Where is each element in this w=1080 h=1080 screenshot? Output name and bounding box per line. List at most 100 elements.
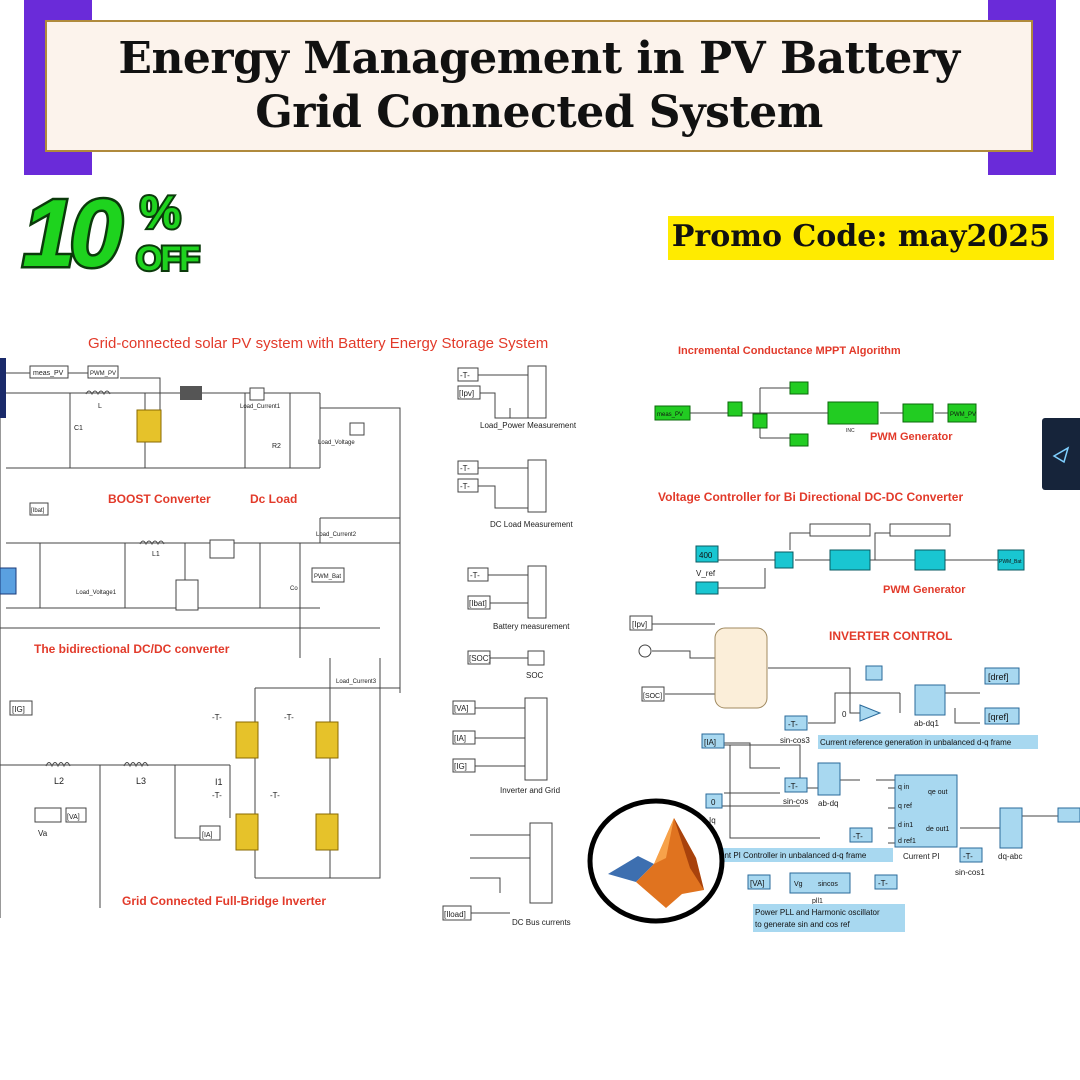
paper-plane-icon (1052, 446, 1070, 464)
sin-cos3-label: sin-cos3 (780, 736, 810, 745)
ipv-tag-ctrl-label: [Ipv] (632, 620, 647, 629)
mppt-block-2 (752, 413, 768, 429)
ig-small: [IG] (12, 705, 25, 714)
dref-tag (984, 667, 1020, 685)
pwm-pv-out-label: PWM_PV (950, 412, 976, 418)
mppt-block-1 (727, 401, 743, 417)
ipv-tag-m (457, 385, 481, 400)
boost-switch (136, 409, 162, 443)
vpv-tag (789, 381, 809, 395)
ia-tag-left-label: [IA] (202, 832, 213, 839)
inductor-l3 (123, 762, 149, 768)
ia-tag-ctrl (701, 733, 725, 749)
va-tag-m-label: [VA] (454, 704, 469, 713)
soc-tag-m (467, 650, 491, 665)
ibat-tag-m (467, 595, 491, 610)
pwm-bat-out-tag (997, 549, 1025, 571)
va-small-label: Va (38, 829, 48, 838)
scope-dc-load (527, 459, 547, 513)
pwm-pv-out-tag (947, 403, 977, 423)
dc-load-meas-label: DC Load Measurement (490, 520, 573, 529)
inductor-l2 (45, 762, 71, 768)
ipv-tag-m-label: [Ipv] (459, 389, 474, 398)
badge-off: OFF (136, 240, 199, 278)
dc-bus-label: DC Bus currents (512, 918, 571, 927)
inverter-switch-4 (315, 813, 339, 851)
ipv-green-tag (789, 433, 809, 447)
soc-tag-m-label: [SOC] (469, 654, 491, 663)
sum-block-v (774, 551, 794, 569)
qref-label: [qref] (988, 712, 1009, 722)
meas-pv-ctrl-label: meas_PV (657, 412, 683, 418)
ia-tag-m (452, 730, 476, 745)
title-line-1: Energy Management in PV Battery (118, 33, 960, 84)
grid-inverter-label: Grid Connected Full-Bridge Inverter (122, 894, 326, 908)
battery-block (0, 567, 17, 595)
t-tag-out (1057, 807, 1080, 823)
t-tag-sin-cos1 (959, 847, 983, 863)
sin-cos1-label: sin-cos1 (955, 868, 985, 877)
soc-tag-ctrl-label: [SOC] (643, 693, 662, 700)
t-tag-sin-cos (784, 777, 808, 793)
pll-caption-box (753, 904, 905, 932)
dref-label: [dref] (988, 672, 1009, 682)
pwm-bat-out-label: PWM_Bat (999, 559, 1022, 565)
bidirectional-label: The bidirectional DC/DC converter (34, 642, 230, 656)
pi-block-v (829, 549, 871, 571)
t-tag-m3 (457, 478, 479, 493)
current-ref-caption-box (818, 735, 1038, 749)
t-tag-m1-label: -T- (460, 371, 470, 380)
inverter-ctrl-title: INVERTER CONTROL (829, 629, 952, 643)
pi-d-in1: d in1 (898, 822, 913, 829)
pwm-gen-2-label: PWM Generator (883, 584, 966, 596)
inverter-switch-1 (235, 721, 259, 759)
current-ref-caption: Current reference generation in unbalanc… (820, 738, 1012, 747)
display-block-1 (809, 523, 871, 537)
dc-load-label: Dc Load (250, 492, 297, 506)
pll-caption-2: to generate sin and cos ref (755, 920, 851, 929)
ibat-tag (29, 502, 49, 516)
gain-block (859, 704, 882, 722)
pwm-gen-block-2 (914, 549, 946, 571)
soc-label: SOC (526, 671, 544, 680)
diagram-main-title: Grid-connected solar PV system with Batt… (88, 335, 548, 352)
load-current1-block (249, 387, 265, 401)
inverter-switch-2 (315, 721, 339, 759)
load-current3-label: Load_Current3 (336, 679, 377, 685)
side-scroll-tab[interactable] (1042, 418, 1080, 490)
ab-dq-label: ab-dq (818, 799, 838, 808)
vref-const (695, 545, 719, 563)
l3-label: L3 (136, 776, 146, 786)
load-voltage1-label: Load_Voltage1 (76, 590, 117, 596)
badge-number: 10 (22, 180, 122, 280)
dq-abc-block (999, 807, 1023, 849)
t-tag-m2 (457, 460, 479, 475)
matlab-logo-icon (587, 798, 725, 924)
load-voltage-label: Load_Voltage (318, 440, 355, 446)
iload-tag-m (442, 905, 472, 921)
ia-tag-m-label: [IA] (454, 734, 466, 743)
zero-const-1: 0 (842, 710, 847, 719)
load-voltage-block (349, 422, 365, 436)
scope-soc (527, 650, 545, 666)
t-tag-m4 (467, 567, 489, 582)
inductor-l1 (139, 540, 165, 546)
ia-tag-left (199, 825, 221, 841)
vbat-tag (695, 581, 719, 595)
t-tag-sin-cos3 (784, 715, 808, 731)
va-tag-pll-label: [VA] (750, 879, 765, 888)
co-label: Co (290, 586, 298, 592)
qref-tag (984, 707, 1020, 725)
scope-battery (527, 565, 547, 619)
diode-block (180, 386, 202, 400)
iload-tag-m-label: [Iload] (444, 910, 466, 919)
pi-de-out1: de out1 (926, 826, 949, 833)
iq-const-value: 0 (711, 798, 716, 807)
current-pi-caption-box (718, 848, 893, 862)
t-tag-sin-cos3-label: -T- (788, 720, 798, 729)
inverter-switch-3 (235, 813, 259, 851)
i1-label: I1 (215, 777, 223, 787)
inc-label: INC (846, 428, 855, 434)
ia-tag-ctrl-label: [IA] (704, 738, 716, 747)
stateflow-block (714, 627, 768, 709)
